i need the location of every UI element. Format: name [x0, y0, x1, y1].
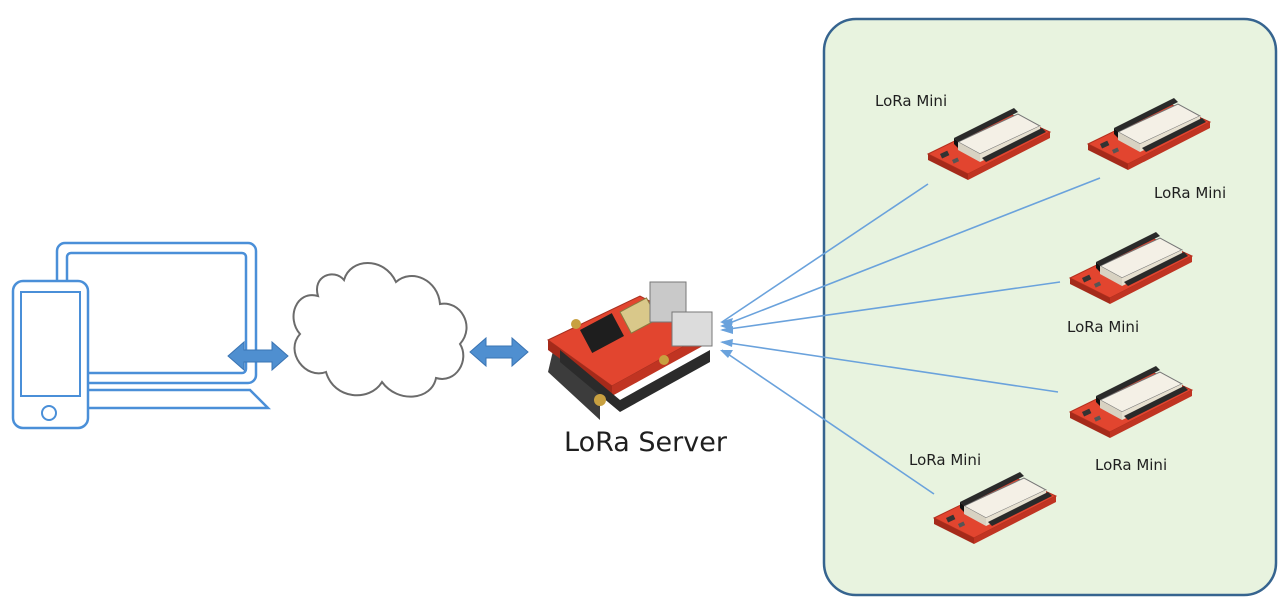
lora-mini-label: LoRa Mini [875, 92, 948, 110]
arrowheads [720, 318, 733, 358]
lora-mini-label: LoRa Mini [1067, 318, 1140, 336]
phone-icon [11, 279, 90, 430]
lora-server-board-icon [547, 281, 713, 420]
lora-mini-label: LoRa Mini [1095, 456, 1168, 474]
lora-mini-label: LoRa Mini [909, 451, 982, 469]
cloud-icon [292, 262, 468, 398]
radio-links [721, 177, 1101, 495]
bidirectional-arrow-icon [469, 336, 529, 368]
bidirectional-arrow-icon [227, 340, 289, 372]
lora-mini-label: LoRa Mini [1154, 184, 1227, 202]
lora-server-label: LoRa Server [564, 427, 727, 458]
